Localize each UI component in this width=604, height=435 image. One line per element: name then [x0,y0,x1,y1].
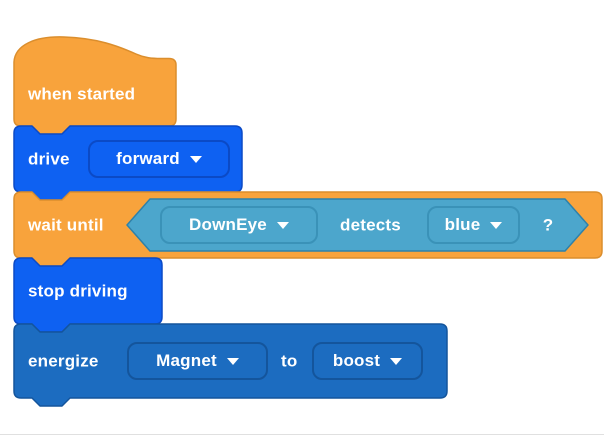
stop-driving-label: stop driving [28,281,128,301]
dropdown-arrow-icon [390,357,403,365]
when-started-label: when started [28,84,136,104]
drive-direction-dropdown[interactable]: forward [88,140,230,178]
energize-device-value: Magnet [156,351,217,370]
sensor-dropdown[interactable]: DownEye [160,206,318,244]
dropdown-arrow-icon [490,221,503,229]
detect-color-value: blue [444,215,481,234]
question-mark-label: ? [542,215,554,235]
energize-device-dropdown[interactable]: Magnet [127,342,268,380]
dropdown-arrow-icon [189,155,202,163]
wait-until-label: wait until [28,215,104,235]
energize-to-label: to [281,351,298,371]
detect-color-dropdown[interactable]: blue [427,206,520,244]
dropdown-arrow-icon [276,221,289,229]
energize-mode-dropdown[interactable]: boost [312,342,423,380]
energize-mode-value: boost [332,351,381,370]
sensor-detects-boolean-block[interactable] [126,198,589,252]
energize-label: energize [28,351,99,371]
drive-label: drive [28,149,70,169]
energize-block[interactable] [13,323,448,407]
dropdown-arrow-icon [226,357,239,365]
detects-label: detects [340,215,401,235]
drive-direction-value: forward [116,149,180,168]
sensor-value: DownEye [189,215,267,234]
